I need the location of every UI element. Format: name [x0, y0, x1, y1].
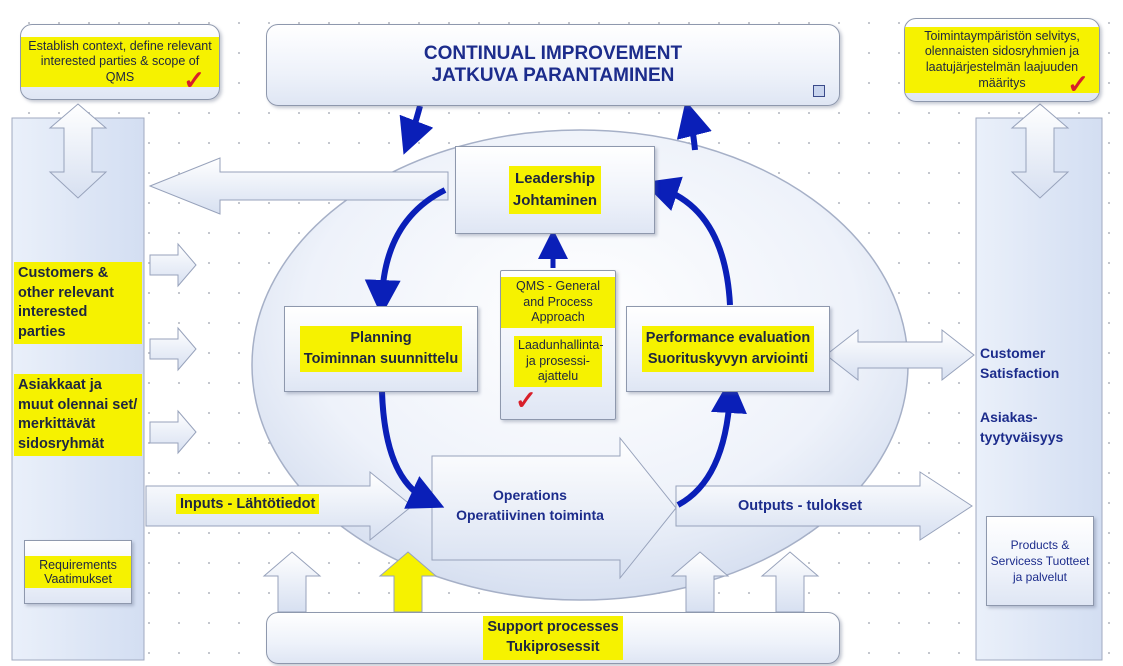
- customer-arrow-1: [149, 242, 197, 288]
- improvement-title-fi: JATKUVA PARANTAMINEN: [431, 65, 675, 86]
- support-label: Support processes Tukiprosessit: [483, 616, 623, 660]
- check-icon: ✓: [515, 385, 537, 415]
- qms-en: QMS - General and Process Approach: [501, 277, 615, 328]
- context-box: Establish context, define relevant inter…: [20, 24, 220, 100]
- qms-fi: Laadunhallinta- ja prosessi-ajattelu: [514, 335, 604, 387]
- small-box-icon: [813, 85, 825, 97]
- outputs-arrow: [675, 471, 973, 541]
- inputs-label: Inputs - Lähtötiedot: [176, 494, 320, 514]
- check-icon: ✓: [1067, 69, 1089, 99]
- customer-arrow-3: [149, 409, 197, 455]
- context-box-fi: Toimintaympäristön selvitys, olennaisten…: [904, 18, 1100, 102]
- cycle-arrow-leadership-to-planning: [364, 187, 447, 316]
- satisfaction-en: Customer Satisfaction: [980, 345, 1060, 381]
- cycle-arrow-planning-to-operations: [379, 391, 445, 509]
- leadership-box: Leadership Johtaminen: [455, 146, 655, 234]
- products-box: Products & Servicess Tuotteet ja palvelu…: [986, 516, 1094, 606]
- cycle-arrow-operations-to-performance: [676, 377, 747, 508]
- right-updown-arrow: [1010, 103, 1070, 199]
- left-updown-arrow: [48, 103, 108, 199]
- improvement-down-arrow: [399, 105, 434, 155]
- performance-box: Performance evaluation Suorituskyvyn arv…: [626, 306, 830, 392]
- leadership-left-arrow: [148, 157, 449, 215]
- continual-improvement-box: CONTINUAL IMPROVEMENT JATKUVA PARANTAMIN…: [266, 24, 840, 106]
- support-arrow-1: [262, 551, 322, 613]
- satisfaction-double-arrow: [825, 328, 975, 382]
- performance-label: Performance evaluation Suorituskyvyn arv…: [641, 325, 815, 373]
- planning-label: Planning Toiminnan suunnittelu: [299, 325, 463, 373]
- context-text-fi: Toimintaympäristön selvitys, olennaisten…: [905, 26, 1099, 94]
- requirements-box: Requirements Vaatimukset: [24, 540, 132, 604]
- outputs-label: Outputs - tulokset: [738, 498, 863, 514]
- planning-box: Planning Toiminnan suunnittelu: [284, 306, 478, 392]
- qms-note: QMS - General and Process Approach Laadu…: [500, 270, 616, 420]
- cycle-arrow-performance-to-leadership: [642, 176, 733, 306]
- support-processes-box: Support processes Tukiprosessit: [266, 612, 840, 664]
- improvement-title-en: CONTINUAL IMPROVEMENT: [423, 43, 683, 64]
- operations-arrow: [431, 436, 677, 580]
- improvement-up-arrow: [676, 100, 712, 151]
- check-icon: ✓: [183, 65, 205, 95]
- operations-label: Operations Operatiivinen toiminta: [456, 487, 604, 523]
- leadership-label: Leadership Johtaminen: [508, 166, 602, 214]
- customers-en: Customers & other relevant interested pa…: [14, 262, 142, 345]
- customer-arrow-2: [149, 326, 197, 372]
- support-arrow-4: [760, 551, 820, 613]
- satisfaction-fi: Asiakas-tyytyväisyys: [980, 409, 1064, 445]
- customers-fi: Asiakkaat ja muut olennai set/ merkittäv…: [14, 374, 142, 457]
- context-text: Establish context, define relevant inter…: [21, 36, 219, 88]
